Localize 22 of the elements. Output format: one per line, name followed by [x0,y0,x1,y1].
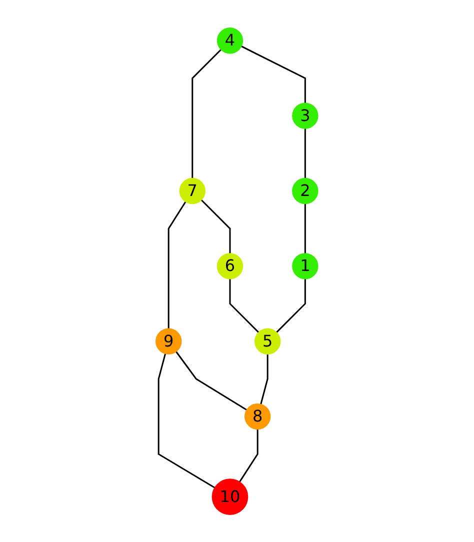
node-circle: 1 [292,252,318,279]
node-circle: 7 [179,178,206,204]
connector [239,428,258,482]
node-circle: 9 [156,328,182,354]
connector [192,48,222,178]
connector [176,350,248,410]
node-circle: 4 [217,27,244,54]
connector [276,278,306,333]
node-circle: 3 [292,102,318,129]
node-circle: 10 [212,478,248,515]
connector [260,354,268,404]
connector [158,353,216,488]
node-circle: 2 [292,178,318,204]
connector [200,199,231,254]
connector [304,128,306,178]
node-circle: 6 [217,252,244,279]
connector [241,45,306,103]
connector [168,200,186,328]
connector [304,203,306,254]
node-circle: 5 [254,328,281,354]
connector [229,278,260,333]
node-circle: 8 [244,403,271,430]
